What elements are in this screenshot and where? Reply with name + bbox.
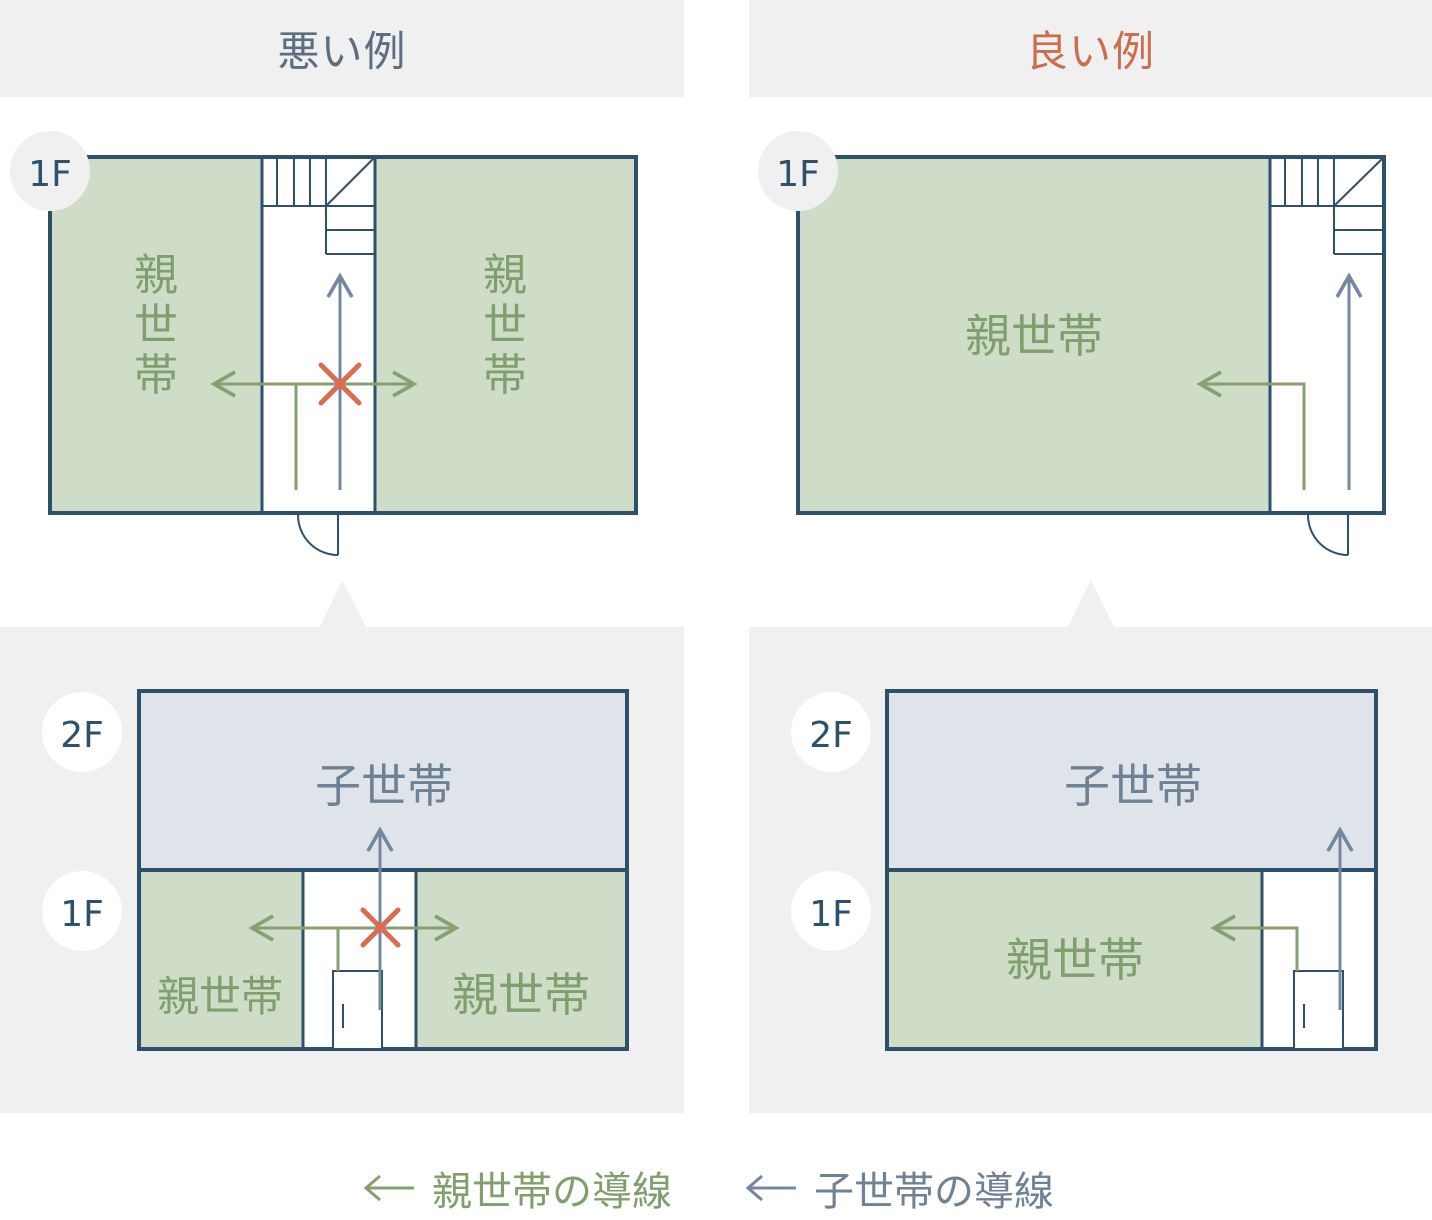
floor-badge-bad-1f: 1F bbox=[10, 131, 90, 211]
room-label-parent-left: 親世帯 bbox=[157, 972, 283, 1021]
floor-badge-good-2f: 2F bbox=[791, 692, 871, 772]
room-parent-left bbox=[139, 870, 303, 1049]
door-icon bbox=[332, 970, 383, 1050]
legend-child-path: 子世帯の導線 bbox=[742, 1160, 1054, 1216]
legend-parent-path: 親世帯の導線 bbox=[360, 1160, 672, 1216]
legend-parent-label: 親世帯の導線 bbox=[432, 1169, 672, 1215]
parent-path-arrow bbox=[1196, 370, 1306, 490]
floor-badge-bad-2f: 2F bbox=[42, 692, 122, 772]
cross-mark-icon bbox=[318, 362, 362, 406]
pointer-bad bbox=[320, 580, 366, 627]
parent-path-arrow bbox=[1210, 914, 1299, 971]
floor-badge-bad-1f-section: 1F bbox=[42, 871, 122, 951]
room-label-parent-left: 親 bbox=[134, 250, 178, 301]
header-good-example: 良い例 bbox=[749, 0, 1432, 97]
room-label-child: 子世帯 bbox=[315, 759, 453, 813]
floor-badge-label: 2F bbox=[60, 715, 104, 756]
room-parent-right bbox=[416, 870, 627, 1049]
room-label-child: 子世帯 bbox=[1064, 759, 1202, 813]
floor-badge-label: 1F bbox=[809, 894, 853, 935]
floor-badge-good-1f-section: 1F bbox=[791, 871, 871, 951]
floor-badge-label: 1F bbox=[28, 154, 72, 195]
floor-badge-good-1f: 1F bbox=[758, 131, 838, 211]
room-parent-left bbox=[50, 157, 262, 513]
room-label-parent-left: 世 bbox=[134, 300, 178, 351]
room-parent bbox=[887, 870, 1262, 1049]
plan-bad-1f: 親 世 帯 親 世 帯 bbox=[48, 155, 638, 556]
arrow-left-icon bbox=[742, 1168, 800, 1208]
floor-badge-label: 1F bbox=[776, 154, 820, 195]
room-parent-right bbox=[375, 157, 636, 513]
stairs-icon bbox=[1270, 156, 1385, 255]
room-label-parent-right: 親 bbox=[483, 250, 527, 301]
room-label-parent: 親世帯 bbox=[965, 309, 1103, 363]
room-child bbox=[887, 691, 1376, 870]
door-icon bbox=[297, 513, 339, 556]
header-bad-label: 悪い例 bbox=[277, 27, 407, 76]
plan-good-1f: 親世帯 bbox=[796, 155, 1386, 556]
plan-good-section: 子世帯 親世帯 bbox=[885, 689, 1378, 1051]
arrow-left-icon bbox=[360, 1168, 418, 1208]
pointer-good bbox=[1068, 580, 1114, 627]
floor-badge-label: 2F bbox=[809, 715, 853, 756]
door-icon bbox=[1293, 970, 1344, 1050]
header-bad-example: 悪い例 bbox=[0, 0, 684, 97]
room-label-parent-right: 親世帯 bbox=[452, 968, 590, 1022]
cross-mark-icon bbox=[360, 907, 401, 948]
room-label-parent-left: 帯 bbox=[134, 350, 178, 401]
plan-bad-section: 子世帯 親世帯 親世帯 bbox=[137, 689, 629, 1051]
door-icon bbox=[1307, 513, 1349, 556]
room-parent bbox=[798, 157, 1270, 513]
header-good-label: 良い例 bbox=[1025, 27, 1155, 76]
room-label-parent-right: 世 bbox=[483, 300, 527, 351]
stairs-icon bbox=[262, 156, 376, 255]
room-label-parent-right: 帯 bbox=[483, 350, 527, 401]
room-label-parent: 親世帯 bbox=[1006, 933, 1144, 987]
legend-child-label: 子世帯の導線 bbox=[814, 1169, 1054, 1215]
floor-badge-label: 1F bbox=[60, 894, 104, 935]
